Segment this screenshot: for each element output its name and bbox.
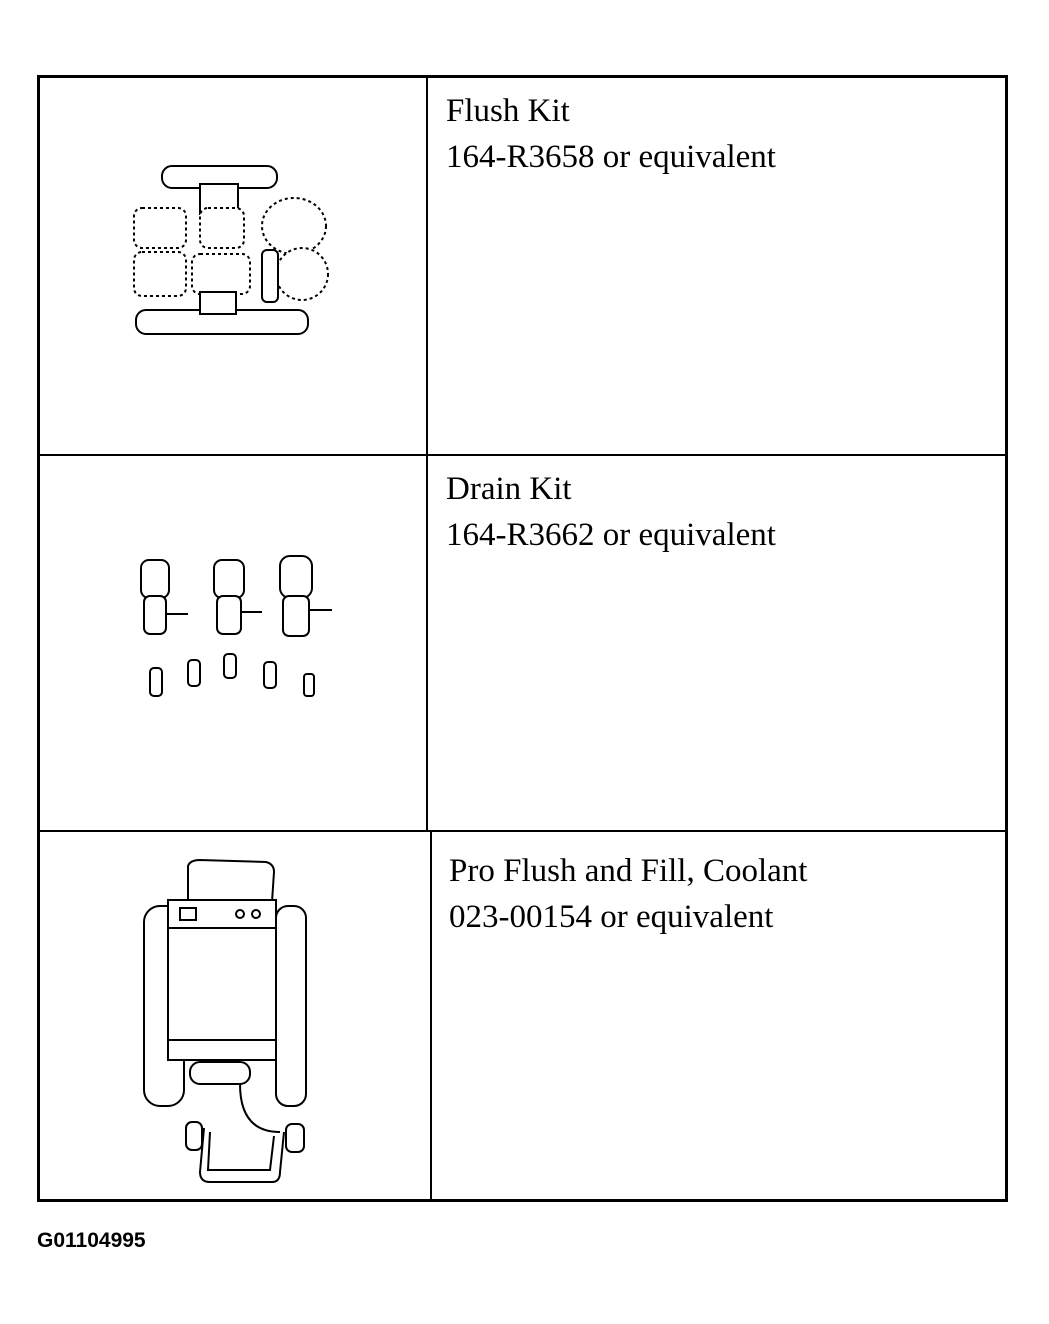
tool-name-pro-flush-and-fill: Pro Flush and Fill, Coolant [449, 853, 808, 889]
part-number-pro-flush-and-fill: 023-00154 or equivalent [449, 899, 774, 935]
flush-kit-illustration-cell [40, 78, 428, 454]
tool-row-pro-flush-and-fill: Pro Flush and Fill, Coolant 023-00154 or… [40, 832, 1005, 1199]
pro-flush-and-fill-text-cell: Pro Flush and Fill, Coolant 023-00154 or… [449, 848, 995, 940]
tools-table: Flush Kit 164-R3658 or equivalent [37, 75, 1008, 1202]
tool-name-flush-kit: Flush Kit [446, 93, 570, 129]
drain-kit-text-cell: Drain Kit 164-R3662 or equivalent [446, 466, 995, 558]
drain-kit-illustration-cell [40, 456, 428, 830]
part-number-drain-kit: 164-R3662 or equivalent [446, 517, 776, 553]
part-number-flush-kit: 164-R3658 or equivalent [446, 139, 776, 175]
tool-name-drain-kit: Drain Kit [446, 471, 572, 507]
pro-flush-and-fill-illustration-cell [40, 832, 432, 1199]
flush-kit-text-cell: Flush Kit 164-R3658 or equivalent [446, 88, 995, 180]
flush-kit-hoses-icon [133, 165, 329, 335]
flush-and-fill-machine-icon [143, 858, 307, 1183]
tool-row-drain-kit: Drain Kit 164-R3662 or equivalent [40, 456, 1005, 832]
drain-kit-fittings-icon [140, 555, 332, 697]
tool-row-flush-kit: Flush Kit 164-R3658 or equivalent [40, 78, 1005, 456]
figure-id: G01104995 [37, 1229, 146, 1252]
